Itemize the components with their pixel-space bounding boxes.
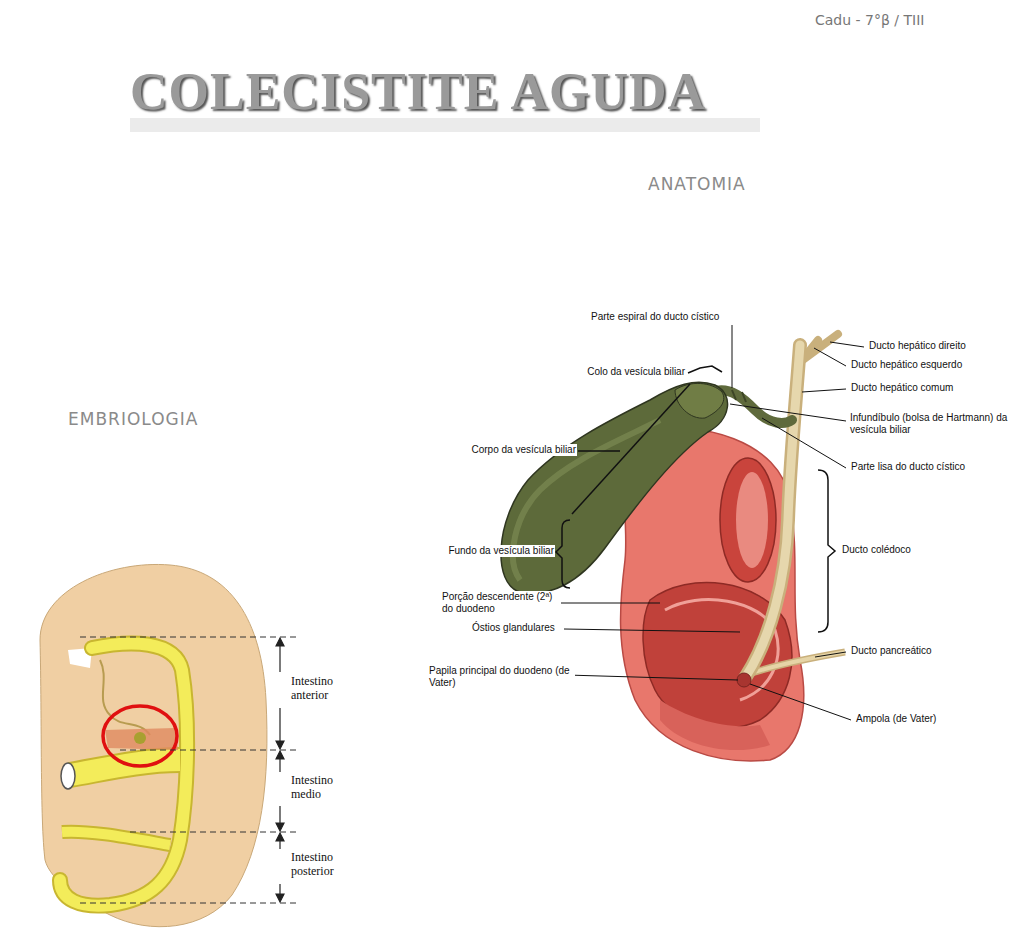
part-label: Ducto pancreático [850, 645, 933, 657]
part-label: Ducto hepático comum [850, 382, 954, 394]
region-label: Intestino posterior [290, 850, 364, 879]
part-label: Ducto hepático direito [868, 340, 967, 352]
part-label: Parte lisa do ducto cístico [850, 461, 966, 473]
part-label: Parte espiral do ducto cístico [590, 311, 720, 323]
section-heading: EMBRIOLOGIA [68, 409, 198, 429]
title-reflection [130, 118, 760, 132]
section-heading: ANATOMIA [648, 174, 746, 194]
page-title: COLECISTITE AGUDA [130, 62, 706, 121]
part-label: Corpo da vesícula biliar [471, 444, 578, 456]
gallbladder-figure [501, 325, 864, 761]
author-note: Cadu - 7°β / TIII [815, 12, 924, 29]
highlight-circle [103, 706, 177, 766]
part-label: Infundíbulo (bolsa de Hartmann) da vesíc… [849, 412, 1011, 436]
part-label: Ampola (de Vater) [855, 713, 937, 725]
part-label: Óstios glandulares [471, 622, 556, 634]
embryo-figure [40, 564, 300, 926]
part-label: Porção descendente (2ª) do duodeno [441, 591, 561, 615]
part-label: Fundo da vesícula biliar [447, 545, 555, 557]
part-label: Papila principal do duodeno (de Vater) [428, 665, 575, 689]
part-label: Colo da vesícula biliar [586, 366, 686, 378]
part-label: Ducto hepático esquerdo [850, 359, 963, 371]
region-label: Intestino medio [290, 773, 364, 802]
region-label: Intestino anterior [290, 674, 364, 703]
part-label: Ducto colédoco [841, 544, 912, 556]
